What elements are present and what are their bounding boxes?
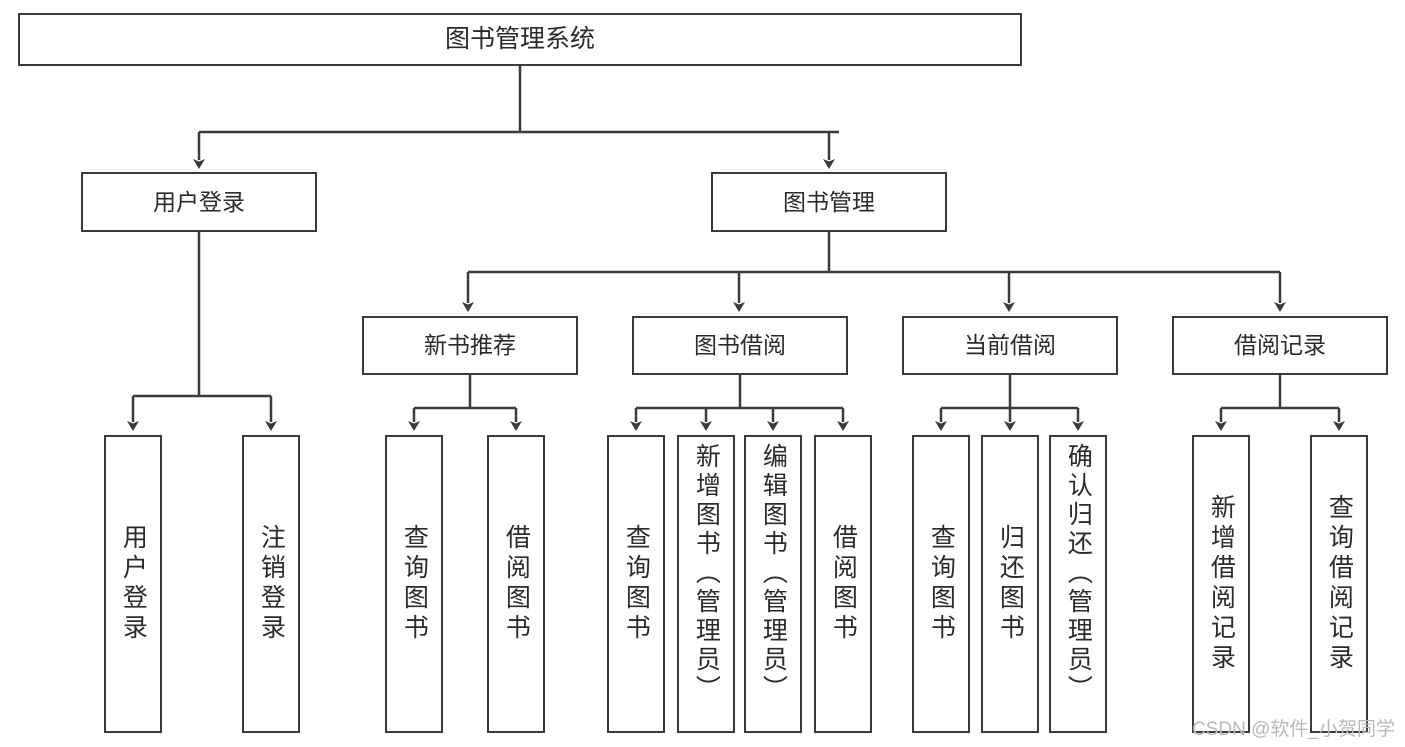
leaf-query-books-current[interactable]: 查询图书 [912,435,970,733]
node-root[interactable]: 图书管理系统 [18,13,1022,66]
leaf-borrow-books-recommend[interactable]: 借阅图书 [487,435,545,733]
leaf-query-books-current-label: 查询图书 [927,524,956,644]
node-user-login-label: 用户登录 [153,188,245,215]
leaf-confirm-return-admin-label: 确认归还（管理员） [1064,443,1093,704]
node-borrow-records[interactable]: 借阅记录 [1172,316,1388,375]
leaf-borrow-books-borrow[interactable]: 借阅图书 [814,435,872,733]
node-root-label: 图书管理系统 [444,25,595,54]
node-book-management-label: 图书管理 [783,188,875,215]
leaf-edit-book-admin[interactable]: 编辑图书（管理员） [744,435,802,733]
node-new-book-recommend-label: 新书推荐 [424,332,516,359]
leaf-add-book-admin-label: 新增图书（管理员） [692,443,721,704]
leaf-borrow-books-borrow-label: 借阅图书 [829,524,858,644]
csdn-watermark: CSDN @软件_小贺同学 [1192,719,1395,740]
leaf-borrow-books-recommend-label: 借阅图书 [502,524,531,644]
node-borrow-records-label: 借阅记录 [1234,332,1326,359]
leaf-query-books-recommend-label: 查询图书 [400,524,429,644]
node-book-management[interactable]: 图书管理 [711,172,947,232]
leaf-query-books-borrow[interactable]: 查询图书 [607,435,665,733]
node-book-borrow-label: 图书借阅 [694,332,786,359]
leaf-confirm-return-admin[interactable]: 确认归还（管理员） [1049,435,1107,733]
leaf-query-books-borrow-label: 查询图书 [622,524,651,644]
leaf-logout[interactable]: 注销登录 [242,435,300,733]
leaf-user-login-label: 用户登录 [119,524,148,644]
node-new-book-recommend[interactable]: 新书推荐 [362,316,578,375]
node-current-borrow-label: 当前借阅 [964,332,1056,359]
node-user-login[interactable]: 用户登录 [81,172,317,232]
leaf-add-borrow-record-label: 新增借阅记录 [1207,494,1236,674]
leaf-add-book-admin[interactable]: 新增图书（管理员） [677,435,735,733]
leaf-query-books-recommend[interactable]: 查询图书 [385,435,443,733]
leaf-query-borrow-record-label: 查询借阅记录 [1325,494,1354,674]
leaf-return-books-label: 归还图书 [996,524,1025,644]
leaf-user-login[interactable]: 用户登录 [104,435,162,733]
leaf-return-books[interactable]: 归还图书 [981,435,1039,733]
leaf-logout-label: 注销登录 [257,524,286,644]
node-current-borrow[interactable]: 当前借阅 [902,316,1118,375]
leaf-edit-book-admin-label: 编辑图书（管理员） [759,443,788,704]
leaf-query-borrow-record[interactable]: 查询借阅记录 [1310,435,1368,733]
node-book-borrow[interactable]: 图书借阅 [632,316,848,375]
leaf-add-borrow-record[interactable]: 新增借阅记录 [1192,435,1250,733]
